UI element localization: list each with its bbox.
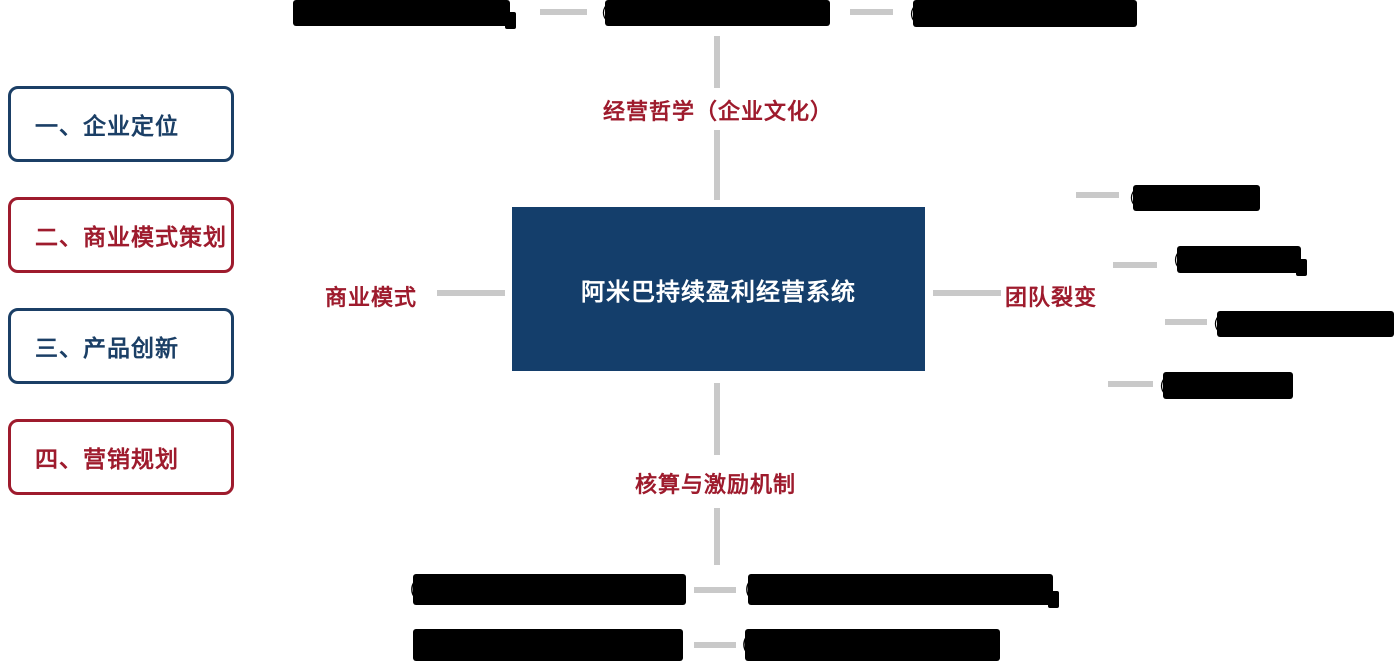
legend-box-3-label: 三、产品创新 [35,335,179,361]
masked-item-right-4: ④ [1159,370,1293,402]
legend-box-4: 四、营销规划 [8,419,234,495]
connector-line [1165,319,1207,325]
connector-line [1108,381,1153,387]
center-node-title: 阿米巴持续盈利经营系统 [581,278,856,306]
masked-item-number: ③ [1213,306,1240,342]
legend-box-2: 二、商业模式策划 [8,197,234,273]
connector-line [850,9,893,15]
masked-item-number: ④ [1159,367,1187,404]
connector-line [714,508,720,565]
legend-box-4-label: 四、营销规划 [35,446,179,472]
legend-box-2-label: 二、商业模式策划 [35,224,227,250]
masked-item-number: ① [409,568,440,610]
connector-line [1113,262,1157,268]
connector-line [540,9,587,15]
masked-item-bottom-1: ① [409,571,686,607]
connector-line [714,383,720,455]
masked-item-right-3: ③ [1213,309,1394,340]
masked-item-number: ② [744,568,775,610]
branch-label-left: 商业模式 [325,285,418,310]
masked-item-top-2: ② [601,0,830,29]
connector-line [933,290,1001,296]
branch-label-right: 团队裂变 [1005,285,1098,310]
masked-item-number: ③ [909,0,937,32]
masked-item-bottom-2: ② [744,571,1059,608]
legend-box-3: 三、产品创新 [8,308,234,384]
masked-item-top-1 [293,0,516,29]
connector-line [694,642,736,648]
legend-box-1-label: 一、企业定位 [35,113,179,139]
masked-item-number: ② [601,0,628,31]
masked-item-right-2: ② [1173,244,1307,276]
connector-line [437,290,505,296]
masked-item-number: ④ [741,624,773,662]
connector-line [1076,192,1119,198]
masked-item-number: ② [1173,241,1201,278]
masked-item-number: ① [1129,180,1156,216]
connector-line [714,130,720,200]
center-node: 阿米巴持续盈利经营系统 [512,207,925,371]
masked-item-glyph-tip [1048,591,1059,608]
connector-line [714,36,720,88]
masked-item-glyph-tip [1296,259,1307,276]
connector-line [694,587,736,593]
masked-item-right-1: ① [1129,183,1260,214]
masked-item-bottom-3 [413,629,683,661]
masked-item-bottom-4: ④ [741,627,1000,662]
legend-box-1: 一、企业定位 [8,86,234,162]
masked-item-top-3: ③ [909,0,1137,30]
branch-label-top: 经营哲学（企业文化） [603,99,834,124]
masked-item-glyph-tip [505,12,516,29]
branch-label-bottom: 核算与激励机制 [635,472,797,497]
